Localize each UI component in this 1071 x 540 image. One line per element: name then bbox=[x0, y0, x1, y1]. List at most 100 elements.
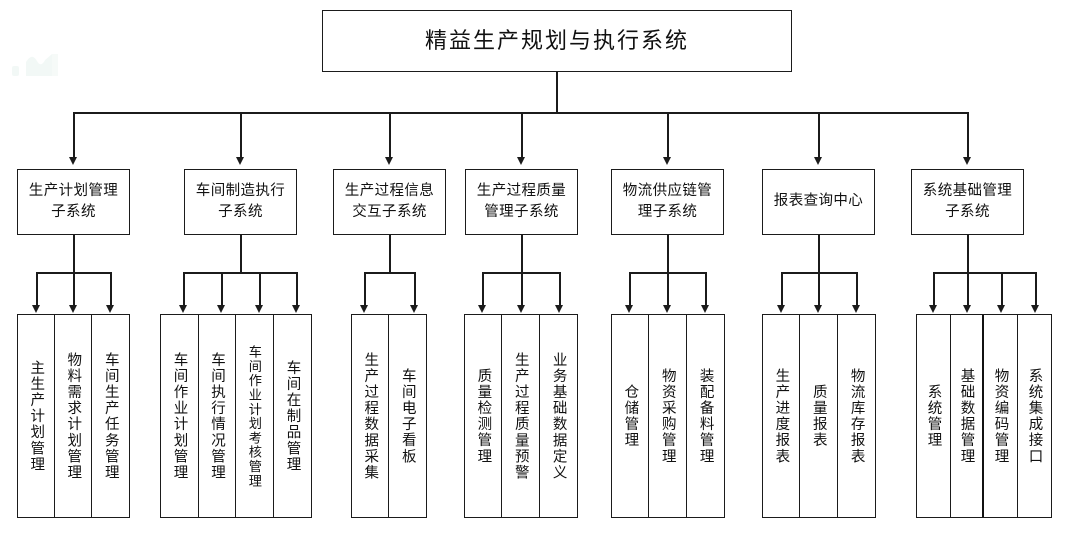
subsystem-label-1: 生产计划管理 子系统 bbox=[29, 181, 118, 223]
connector-g7-bus bbox=[933, 272, 1035, 274]
module-label: 基础数据管理 bbox=[958, 367, 975, 465]
module-label: 物料需求计划管理 bbox=[65, 351, 82, 481]
connector-g2-stem bbox=[240, 235, 242, 273]
module-cell-quality-inspection[interactable]: 质量检测管理 bbox=[465, 315, 503, 517]
subsystem-label-5: 物流供应链管 理子系统 bbox=[623, 181, 712, 223]
arrow-g4-1 bbox=[478, 305, 486, 313]
module-label: 系统集成接口 bbox=[1026, 367, 1043, 465]
connector-g1-drop-2 bbox=[73, 272, 75, 307]
module-cell-material-procurement[interactable]: 物资采购管理 bbox=[649, 315, 687, 517]
module-group-workshop-mes: 车间作业计划管理 车间执行情况管理 车间作业计划考核管理 车间在制品管理 bbox=[160, 314, 312, 518]
arrow-g2-3 bbox=[255, 305, 263, 313]
connector-g3-bus bbox=[364, 272, 415, 274]
module-label: 业务基础数据定义 bbox=[550, 351, 567, 481]
arrow-g1-1 bbox=[32, 305, 40, 313]
subsystem-box-process-info-interaction[interactable]: 生产过程信息 交互子系统 bbox=[333, 169, 446, 235]
subsystem-label-2: 车间制造执行 子系统 bbox=[196, 181, 285, 223]
connector-g4-stem bbox=[521, 235, 523, 273]
module-label: 车间生产任务管理 bbox=[102, 351, 119, 481]
module-label: 生产过程数据采集 bbox=[362, 351, 379, 481]
module-cell-system-management[interactable]: 系统管理 bbox=[917, 315, 951, 517]
subsystem-box-report-query-center[interactable]: 报表查询中心 bbox=[762, 169, 875, 235]
module-group-production-planning: 主生产计划管理 物料需求计划管理 车间生产任务管理 bbox=[17, 314, 130, 518]
connector-g6-drop-1 bbox=[781, 272, 783, 307]
module-cell-quality-report[interactable]: 质量报表 bbox=[800, 315, 838, 517]
module-cell-workshop-electronic-kanban[interactable]: 车间电子看板 bbox=[389, 315, 426, 517]
module-cell-warehouse-management[interactable]: 仓储管理 bbox=[612, 315, 650, 517]
subsystem-label-2-line1: 车间制造执行 bbox=[195, 182, 286, 199]
module-cell-business-base-data-definition[interactable]: 业务基础数据定义 bbox=[539, 315, 578, 517]
arrow-g7-4 bbox=[1031, 305, 1039, 313]
module-label: 质量检测管理 bbox=[475, 367, 492, 465]
module-cell-production-progress-report[interactable]: 生产进度报表 bbox=[763, 315, 801, 517]
subsystem-box-production-planning[interactable]: 生产计划管理 子系统 bbox=[17, 169, 130, 235]
module-cell-logistics-inventory-report[interactable]: 物流库存报表 bbox=[837, 315, 876, 517]
connector-g4-drop-2 bbox=[521, 272, 523, 307]
connector-g3-stem bbox=[389, 235, 391, 273]
arrow-down-1 bbox=[69, 157, 77, 165]
connector-g2-drop-4 bbox=[296, 272, 298, 307]
subsystem-label-7: 系统基础管理 子系统 bbox=[923, 181, 1012, 223]
module-cell-process-quality-alert[interactable]: 生产过程质量预警 bbox=[502, 315, 540, 517]
module-label: 物资编码管理 bbox=[992, 367, 1009, 465]
subsystem-label-1-line1: 生产计划管理 bbox=[28, 182, 119, 199]
subsystem-label-1-line2: 子系统 bbox=[51, 204, 96, 220]
module-group-logistics: 仓储管理 物资采购管理 装配备料管理 bbox=[611, 314, 725, 518]
module-label: 物流库存报表 bbox=[848, 367, 865, 465]
subsystem-box-logistics-supply-chain[interactable]: 物流供应链管 理子系统 bbox=[611, 169, 724, 235]
module-cell-assembly-material-prep[interactable]: 装配备料管理 bbox=[686, 315, 725, 517]
module-cell-process-data-collection[interactable]: 生产过程数据采集 bbox=[352, 315, 390, 517]
connector-drop-3 bbox=[389, 112, 391, 159]
module-cell-workshop-execution-status[interactable]: 车间执行情况管理 bbox=[198, 315, 236, 517]
root-node-label: 精益生产规划与执行系统 bbox=[424, 28, 689, 54]
module-label: 生产过程质量预警 bbox=[512, 351, 529, 481]
connector-g4-drop-1 bbox=[482, 272, 484, 307]
subsystem-label-3-line2: 交互子系统 bbox=[352, 204, 427, 220]
module-label: 车间电子看板 bbox=[399, 367, 416, 465]
connector-drop-5 bbox=[667, 112, 669, 159]
arrow-g4-3 bbox=[555, 305, 563, 313]
module-cell-base-data-management[interactable]: 基础数据管理 bbox=[950, 315, 985, 517]
connector-g5-drop-2 bbox=[667, 272, 669, 307]
connector-g1-stem bbox=[73, 235, 75, 273]
module-group-process-quality: 质量检测管理 生产过程质量预警 业务基础数据定义 bbox=[464, 314, 578, 518]
module-label: 主生产计划管理 bbox=[28, 359, 45, 473]
subsystem-box-system-foundation[interactable]: 系统基础管理 子系统 bbox=[911, 169, 1024, 235]
module-cell-material-code-management[interactable]: 物资编码管理 bbox=[984, 315, 1018, 517]
arrow-g3-1 bbox=[360, 305, 368, 313]
connector-g7-drop-3 bbox=[1001, 272, 1003, 307]
arrow-g6-2 bbox=[814, 305, 822, 313]
arrow-g4-2 bbox=[517, 305, 525, 313]
arrow-g5-3 bbox=[701, 305, 709, 313]
arrow-g2-4 bbox=[292, 305, 300, 313]
connector-g4-drop-3 bbox=[559, 272, 561, 307]
connector-drop-7 bbox=[967, 112, 969, 159]
connector-g3-drop-1 bbox=[364, 272, 366, 307]
module-cell-system-integration-interface[interactable]: 系统集成接口 bbox=[1017, 315, 1051, 517]
module-cell-material-requirement-plan[interactable]: 物料需求计划管理 bbox=[55, 315, 92, 517]
module-label: 生产进度报表 bbox=[773, 367, 790, 465]
arrow-g7-3 bbox=[997, 305, 1005, 313]
module-cell-workshop-wip[interactable]: 车间在制品管理 bbox=[273, 315, 311, 517]
connector-g2-drop-2 bbox=[221, 272, 223, 307]
module-cell-workshop-job-plan-assessment[interactable]: 车间作业计划考核管理 bbox=[236, 315, 274, 517]
arrow-g6-3 bbox=[852, 305, 860, 313]
module-cell-workshop-job-plan[interactable]: 车间作业计划管理 bbox=[161, 315, 199, 517]
connector-g1-drop-1 bbox=[36, 272, 38, 307]
arrow-g7-1 bbox=[929, 305, 937, 313]
connector-g7-stem bbox=[967, 235, 969, 273]
module-label: 车间执行情况管理 bbox=[209, 351, 225, 481]
connector-g6-drop-2 bbox=[818, 272, 820, 307]
subsystem-box-process-quality[interactable]: 生产过程质量 管理子系统 bbox=[465, 169, 578, 235]
connector-g3-drop-2 bbox=[414, 272, 416, 307]
arrow-g3-2 bbox=[410, 305, 418, 313]
arrow-g7-2 bbox=[963, 305, 971, 313]
subsystem-label-4: 生产过程质量 管理子系统 bbox=[477, 181, 566, 223]
root-node-lean-production-system[interactable]: 精益生产规划与执行系统 bbox=[322, 10, 792, 72]
connector-g6-drop-3 bbox=[856, 272, 858, 307]
module-cell-master-production-plan[interactable]: 主生产计划管理 bbox=[18, 315, 55, 517]
module-label: 质量报表 bbox=[810, 383, 827, 449]
subsystem-box-workshop-mes[interactable]: 车间制造执行 子系统 bbox=[184, 169, 297, 235]
module-cell-workshop-production-task[interactable]: 车间生产任务管理 bbox=[92, 315, 129, 517]
